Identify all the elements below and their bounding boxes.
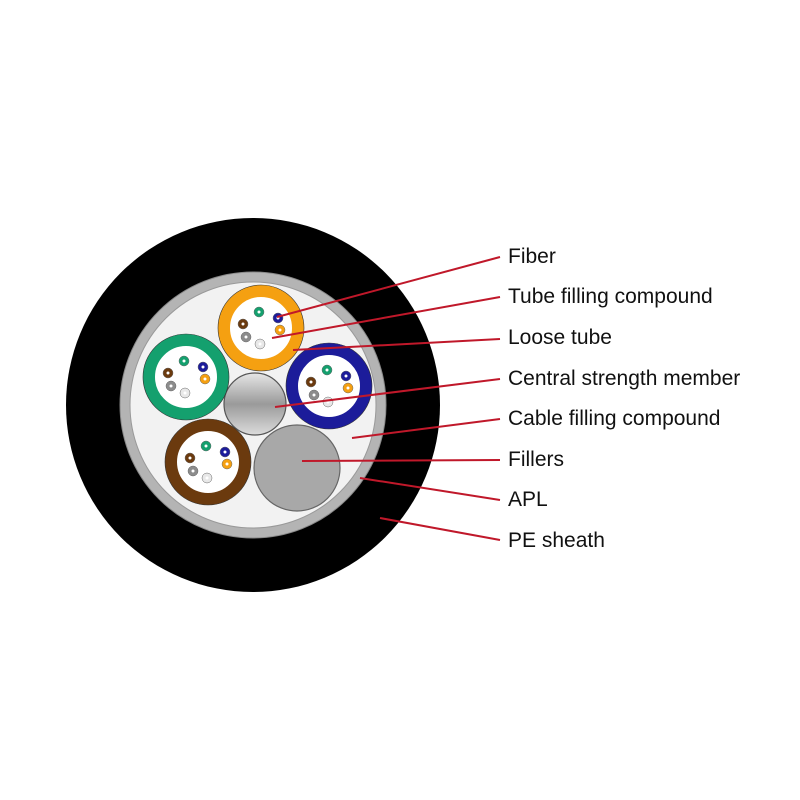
fiber-core [278, 328, 282, 332]
filler [253, 424, 341, 512]
fiber-core [182, 359, 186, 363]
leader-line-fillers [301, 459, 501, 462]
loose-tube-ring [218, 285, 304, 371]
fiber-core [201, 365, 205, 369]
leader-line-fiber [276, 256, 501, 318]
loose-tube-ring [286, 343, 372, 429]
fiber-core [183, 391, 187, 395]
loose-tube [285, 342, 373, 430]
loose-tube-ring [143, 334, 229, 420]
fiber-core [191, 469, 195, 473]
fiber-core [325, 368, 329, 372]
loose-tube [164, 418, 252, 506]
loose-tube-outline [142, 333, 230, 421]
loose-tube-outline [285, 342, 373, 430]
fiber-core [188, 456, 192, 460]
leader-line-loose-tube [292, 338, 501, 351]
label-central-strength-member: Central strength member [508, 367, 741, 390]
fiber-core [344, 374, 348, 378]
fiber-core [225, 462, 229, 466]
loose-tube [217, 284, 305, 372]
central-strength-member [223, 372, 287, 436]
fiber-core [312, 393, 316, 397]
fiber-core [244, 335, 248, 339]
fiber-core [309, 380, 313, 384]
leader-line-tube-filling-compound [271, 296, 501, 339]
fiber-core [205, 476, 209, 480]
fiber-core [169, 384, 173, 388]
label-fillers: Fillers [508, 448, 564, 471]
leader-line-apl [359, 477, 501, 501]
fiber-core [257, 310, 261, 314]
fiber-core [258, 342, 262, 346]
label-cable-filling-compound: Cable filling compound [508, 407, 721, 430]
label-apl: APL [508, 488, 548, 511]
leader-line-pe-sheath [379, 517, 501, 541]
label-pe-sheath: PE sheath [508, 529, 605, 552]
label-tube-filling-compound: Tube filling compound [508, 285, 713, 308]
fiber-core [223, 450, 227, 454]
fiber-core [204, 444, 208, 448]
loose-tube-outline [217, 284, 305, 372]
leader-line-central-strength-member [274, 378, 501, 408]
label-loose-tube: Loose tube [508, 326, 612, 349]
fiber-core [346, 386, 350, 390]
loose-tube-ring [165, 419, 251, 505]
label-fiber: Fiber [508, 245, 556, 268]
fiber-core [241, 322, 245, 326]
leader-line-cable-filling-compound [351, 418, 501, 439]
loose-tube [142, 333, 230, 421]
fiber-core [166, 371, 170, 375]
fiber-core [203, 377, 207, 381]
loose-tube-outline [164, 418, 252, 506]
